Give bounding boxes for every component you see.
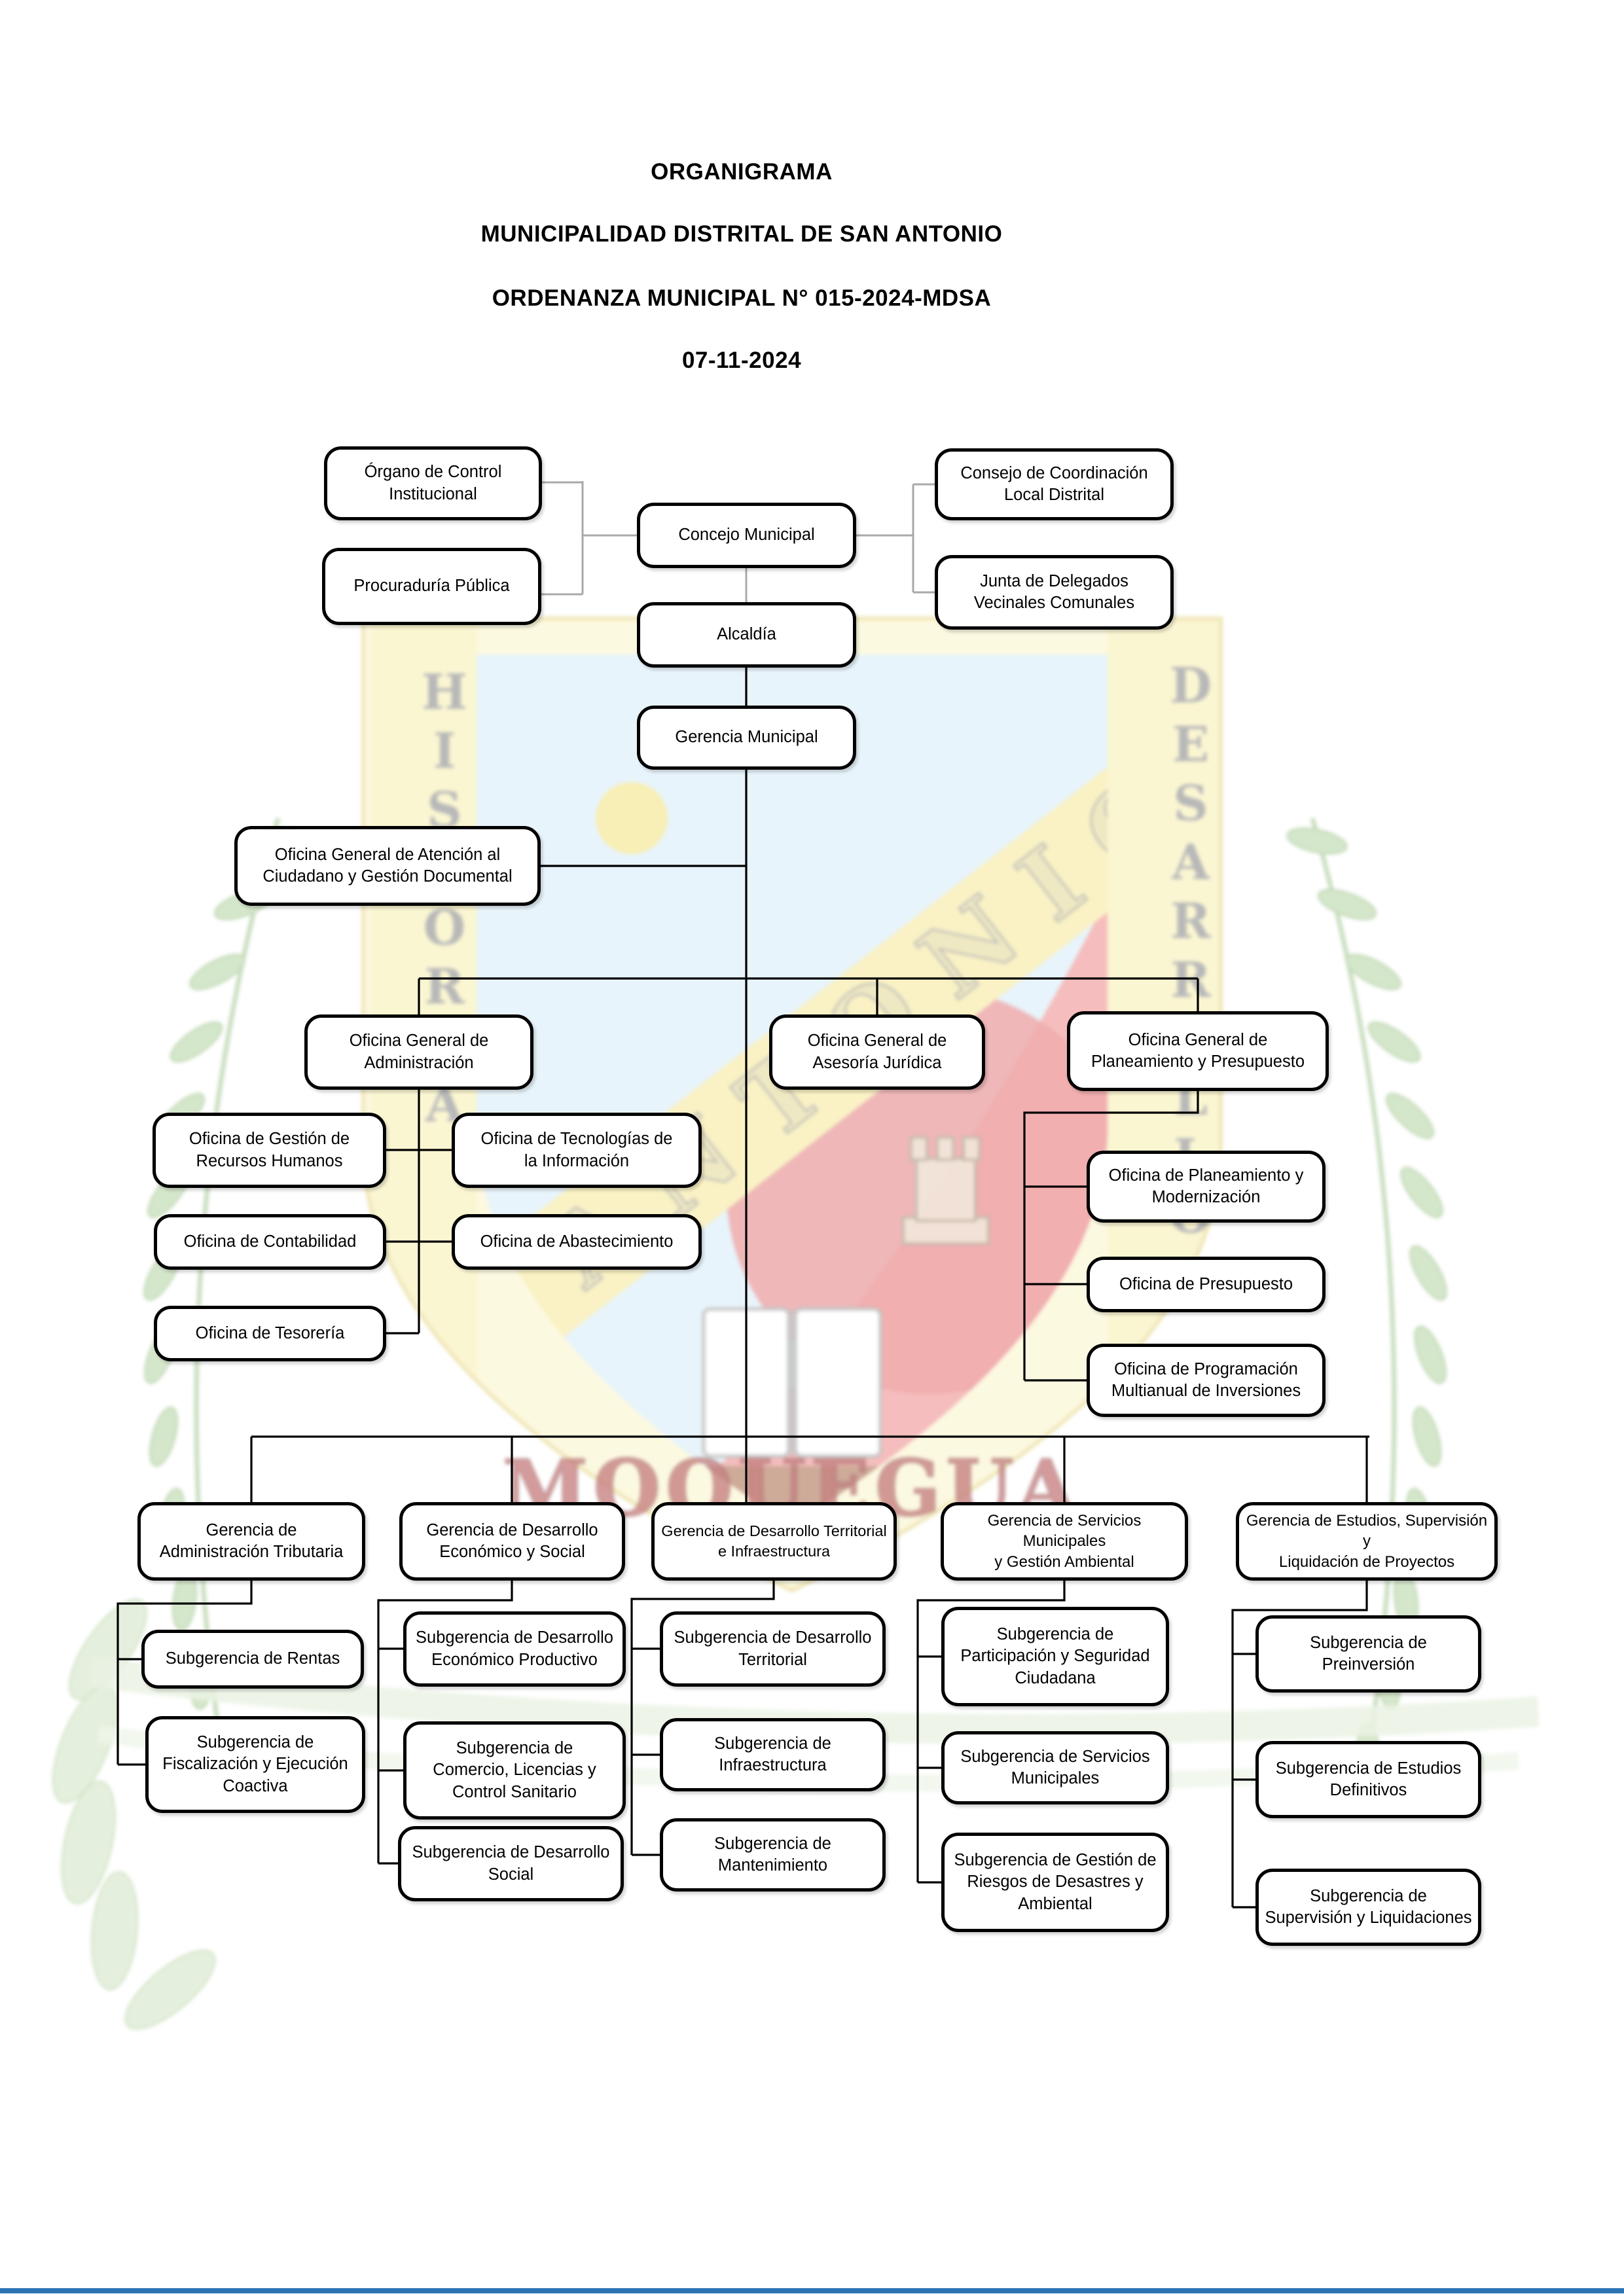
org-box-of-planeamiento-modernizacion: Oficina de Planeamiento y Modernización — [1087, 1151, 1326, 1223]
org-box-sg-comercio-licencias: Subgerencia de Comercio, Licencias y Con… — [403, 1721, 626, 1820]
page-subtitle-entity: MUNICIPALIDAD DISTRITAL DE SAN ANTONIO — [480, 221, 1003, 247]
org-box-g-servicios-municipales: Gerencia de Servicios Municipales y Gest… — [941, 1502, 1188, 1581]
org-box-sg-rentas: Subgerencia de Rentas — [141, 1630, 364, 1689]
org-box-sg-servicios-municipales: Subgerencia de Servicios Municipales — [941, 1731, 1169, 1804]
org-box-og-administracion: Oficina General de Administración — [304, 1014, 533, 1090]
connectors-gray — [541, 481, 935, 602]
page-title: ORGANIGRAMA — [651, 159, 833, 185]
org-box-sg-desarrollo-social: Subgerencia de Desarrollo Social — [398, 1826, 624, 1901]
org-box-sg-mantenimiento: Subgerencia de Mantenimiento — [660, 1818, 886, 1892]
org-box-g-estudios-supervision: Gerencia de Estudios, Supervisión y Liqu… — [1236, 1502, 1498, 1581]
org-box-organo-control: Órgano de Control Institucional — [324, 446, 542, 520]
org-box-alcaldia: Alcaldía — [637, 602, 856, 668]
org-box-sg-infraestructura: Subgerencia de Infraestructura — [660, 1718, 886, 1791]
org-box-sg-supervision-liquidaciones: Subgerencia de Supervisión y Liquidacion… — [1255, 1869, 1481, 1946]
org-box-g-desarrollo-territorial: Gerencia de Desarrollo Territorial e Inf… — [651, 1502, 897, 1581]
org-box-of-presupuesto: Oficina de Presupuesto — [1087, 1257, 1326, 1312]
org-box-consejo-coordinacion: Consejo de Coordinación Local Distrital — [935, 448, 1174, 520]
org-box-of-tecnologias: Oficina de Tecnologías de la Información — [452, 1113, 702, 1188]
org-box-of-recursos-humanos: Oficina de Gestión de Recursos Humanos — [153, 1113, 386, 1188]
page-bottom-border — [0, 2288, 1624, 2293]
org-box-gerencia-municipal: Gerencia Municipal — [637, 706, 856, 770]
org-box-of-tesoreria: Oficina de Tesorería — [154, 1306, 386, 1361]
page-subtitle-date: 07-11-2024 — [681, 348, 802, 373]
org-box-atencion-ciudadano: Oficina General de Atención al Ciudadano… — [234, 826, 541, 906]
org-box-sg-fiscalizacion: Subgerencia de Fiscalización y Ejecución… — [145, 1716, 365, 1813]
org-box-g-administracion-tributaria: Gerencia de Administración Tributaria — [137, 1502, 365, 1581]
org-box-sg-estudios-definitivos: Subgerencia de Estudios Definitivos — [1255, 1741, 1481, 1818]
org-box-sg-preinversion: Subgerencia de Preinversión — [1255, 1615, 1481, 1693]
org-box-og-asesoria-juridica: Oficina General de Asesoría Jurídica — [769, 1014, 985, 1090]
org-box-of-contabilidad: Oficina de Contabilidad — [154, 1214, 386, 1270]
org-box-g-desarrollo-economico: Gerencia de Desarrollo Económico y Socia… — [399, 1502, 625, 1581]
org-box-of-abastecimiento: Oficina de Abastecimiento — [452, 1214, 702, 1270]
org-box-of-programacion-multianual: Oficina de Programación Multianual de In… — [1087, 1344, 1326, 1417]
org-box-sg-gestion-riesgos: Subgerencia de Gestión de Riesgos de Des… — [941, 1833, 1169, 1932]
page-subtitle-ordinance: ORDENANZA MUNICIPAL N° 015-2024-MDSA — [492, 285, 992, 311]
org-box-sg-desarrollo-economico-productivo: Subgerencia de Desarrollo Económico Prod… — [403, 1611, 626, 1687]
org-box-sg-participacion-seguridad: Subgerencia de Participación y Seguridad… — [941, 1607, 1169, 1706]
org-box-og-planeamiento: Oficina General de Planeamiento y Presup… — [1067, 1011, 1329, 1091]
org-box-sg-desarrollo-territorial: Subgerencia de Desarrollo Territorial — [660, 1611, 886, 1687]
org-box-concejo-municipal: Concejo Municipal — [637, 503, 856, 568]
org-box-procuraduria-publica: Procuraduría Pública — [322, 548, 541, 625]
org-box-junta-delegados: Junta de Delegados Vecinales Comunales — [935, 555, 1174, 630]
